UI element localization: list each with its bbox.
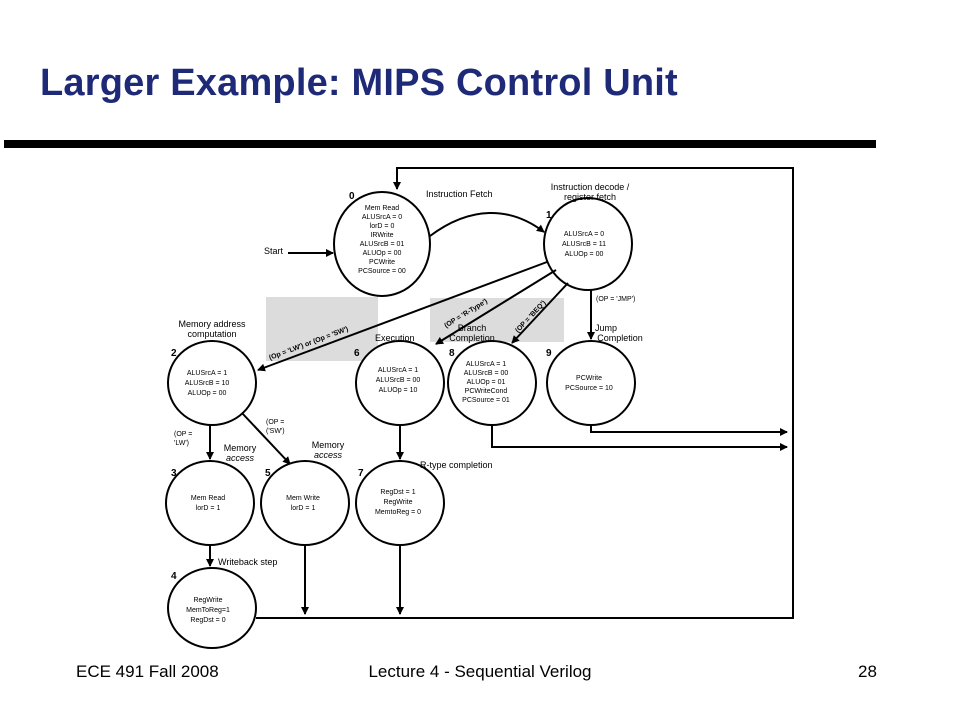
s3-output: Mem Read — [191, 495, 225, 502]
state-circle-5 — [260, 460, 350, 546]
s5-output: lorD = 1 — [291, 505, 316, 512]
s9-output: PCSource = 10 — [565, 385, 613, 392]
arrow-1-to-8 — [511, 282, 569, 344]
state-circle-1 — [543, 197, 633, 291]
state-number-1: 1 — [546, 210, 552, 221]
s6-output: ALUOp = 10 — [379, 387, 418, 394]
state-circle-4 — [167, 567, 257, 649]
caption-decode: Instruction decode / — [551, 182, 630, 192]
s0-output: PCSource = 00 — [358, 268, 406, 275]
s8-output: ALUSrcA = 1 — [466, 361, 506, 368]
state-circle-0 — [333, 191, 431, 297]
condition-sw: ('SW') — [266, 428, 285, 435]
s1-output: ALUSrcB = 11 — [562, 241, 606, 248]
s1-output: ALUSrcA = 0 — [564, 231, 604, 238]
caption-decode: register fetch — [564, 192, 616, 202]
footer-course: ECE 491 Fall 2008 — [76, 662, 219, 681]
caption-instruction-fetch: Instruction Fetch — [426, 189, 493, 199]
s7-output: MemtoReg = 0 — [375, 509, 421, 516]
s2-output: ALUSrcA = 1 — [187, 370, 227, 377]
caption-rtype-completion: R-type completion — [420, 460, 493, 470]
state-circle-3 — [165, 460, 255, 546]
state-number-6: 6 — [354, 348, 360, 359]
condition-lw: (OP = — [174, 431, 192, 438]
s2-output: ALUSrcB = 10 — [185, 380, 230, 387]
s0-output: lorD = 0 — [370, 223, 395, 230]
caption-memory-address: computation — [187, 329, 236, 339]
start-label: Start — [264, 246, 284, 256]
s7-output: RegDst = 1 — [380, 489, 415, 496]
s8-output: ALUSrcB = 00 — [464, 370, 509, 377]
s6-output: ALUSrcA = 1 — [378, 367, 418, 374]
state-number-2: 2 — [171, 348, 177, 359]
s4-output: RegDst = 0 — [190, 617, 225, 624]
memory-access-label: access — [226, 453, 255, 463]
slide-title: Larger Example: MIPS Control Unit — [40, 62, 678, 104]
s8-output: PCSource = 01 — [462, 397, 510, 404]
caption-writeback: Writeback step — [218, 557, 277, 567]
state-number-8: 8 — [449, 348, 455, 359]
arrow-1-to-2 — [257, 261, 548, 372]
footer-page-number: 28 — [858, 662, 877, 681]
s0-output: ALUOp = 00 — [363, 250, 402, 257]
condition-jmp: (OP = 'JMP') — [596, 296, 635, 303]
state-number-3: 3 — [171, 468, 177, 479]
s9-output: PCWrite — [576, 375, 602, 382]
state-number-4: 4 — [171, 571, 177, 582]
s4-output: RegWrite — [193, 597, 222, 604]
caption-branch-completion: Branch — [458, 323, 487, 333]
arrow-9-return — [590, 425, 788, 436]
state-circle-2 — [167, 340, 257, 426]
s5-output: Mem Write — [286, 495, 320, 502]
memory-access-label: Memory — [224, 443, 257, 453]
condition-lw: 'LW') — [174, 440, 189, 447]
caption-branch-completion: Completion — [449, 333, 495, 343]
s1-output: ALUOp = 00 — [565, 251, 604, 258]
state-number-0: 0 — [349, 191, 355, 202]
s8-output: PCWriteCond — [465, 388, 508, 395]
s0-output: PCWrite — [369, 259, 395, 266]
condition-sw: (OP = — [266, 419, 284, 426]
memory-access-label: access — [314, 450, 343, 460]
state-number-9: 9 — [546, 348, 552, 359]
state-circle-9 — [546, 340, 636, 426]
caption-jump-completion: Completion — [597, 333, 643, 343]
caption-memory-address: Memory address — [178, 319, 246, 329]
arrow-2-to-5 — [241, 412, 291, 465]
s3-output: lorD = 1 — [196, 505, 221, 512]
condition-highlight-lw-sw — [266, 297, 378, 361]
s0-output: IRWrite — [370, 232, 393, 239]
s8-output: ALUOp = 01 — [467, 379, 506, 386]
arrow-0-to-1 — [429, 212, 545, 237]
s2-output: ALUOp = 00 — [188, 390, 227, 397]
state-number-7: 7 — [358, 468, 364, 479]
s7-output: RegWrite — [383, 499, 412, 506]
footer-lecture: Lecture 4 - Sequential Verilog — [368, 662, 592, 681]
arrow-8-return — [491, 425, 788, 451]
return-to-fetch-bus — [256, 167, 794, 619]
state-number-5: 5 — [265, 468, 271, 479]
s6-output: ALUSrcB = 00 — [376, 377, 421, 384]
caption-execution: Execution — [375, 333, 415, 343]
s0-output: ALUSrcA = 0 — [362, 214, 402, 221]
s0-output: Mem Read — [365, 205, 399, 212]
arrow-1-to-6 — [435, 269, 557, 345]
title-underline — [4, 140, 876, 148]
s4-output: MemToReg=1 — [186, 607, 230, 614]
caption-jump-completion: Jump — [595, 323, 617, 333]
s0-output: ALUSrcB = 01 — [360, 241, 405, 248]
memory-access-label: Memory — [312, 440, 345, 450]
